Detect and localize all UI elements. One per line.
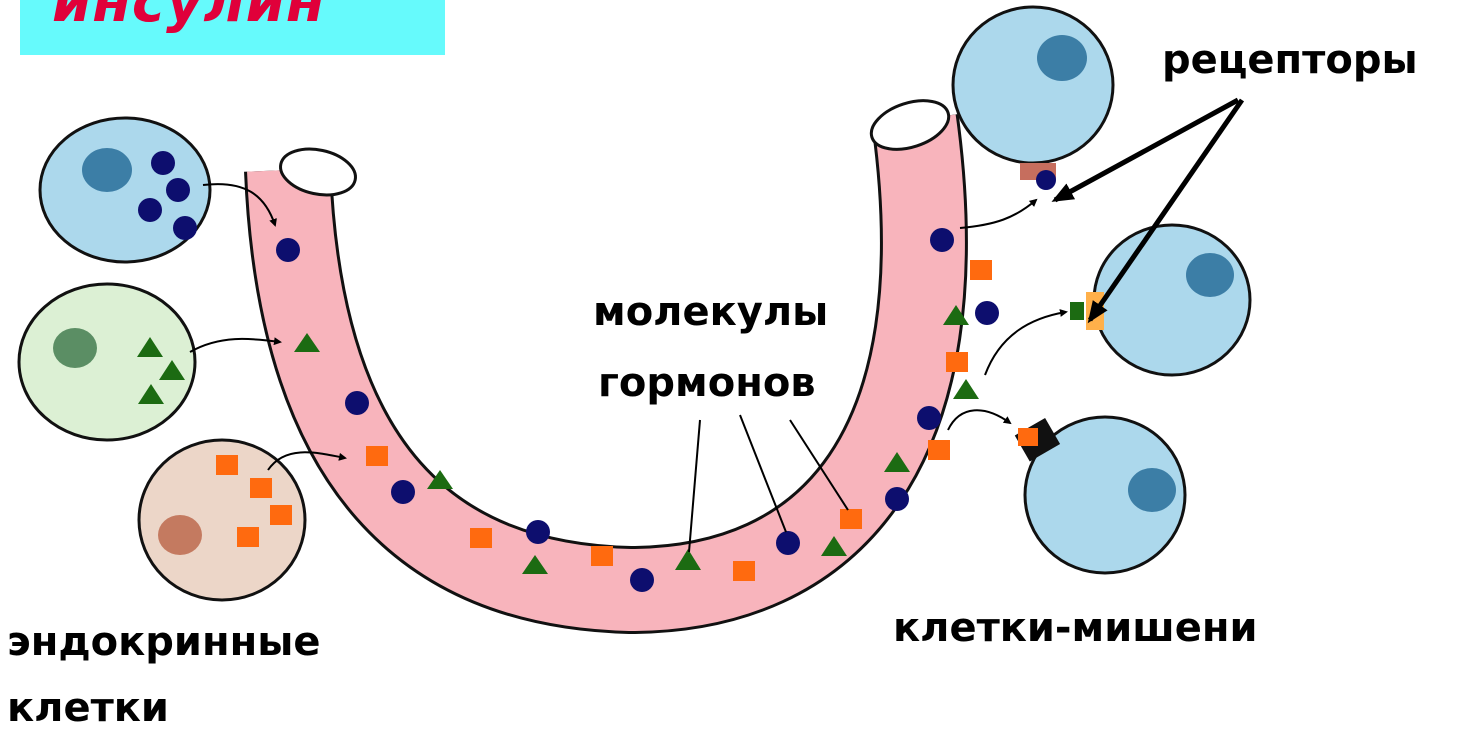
nucleus [1128, 468, 1176, 512]
hormone-square [470, 528, 492, 548]
hormone-circle [917, 406, 941, 430]
endocrine-cell-triangles [19, 284, 195, 440]
hormone-square [928, 440, 950, 460]
bound-hormone-triangle [1070, 302, 1084, 320]
nucleus [1186, 253, 1234, 297]
hormone-square [946, 352, 968, 372]
hormone-molecules-label-line1: молекулы [593, 292, 828, 332]
endocrine-cell-circles [40, 118, 210, 262]
target-cell-top [953, 7, 1113, 190]
hormone-circle [345, 391, 369, 415]
nucleus [158, 515, 202, 555]
nucleus [53, 328, 97, 368]
nucleus [82, 148, 132, 192]
hormone-circle [526, 520, 550, 544]
receptors-label: рецепторы [1162, 40, 1418, 80]
hormone-square [366, 446, 388, 466]
endocrine-cells-label-line1: эндокринные [7, 622, 321, 662]
hormone-circle [276, 238, 300, 262]
hormone-circle [885, 487, 909, 511]
bound-hormone-circle [1036, 170, 1056, 190]
hormone-square [591, 546, 613, 566]
target-cells-label: клетки-мишени [893, 608, 1258, 648]
bound-hormone-square [1018, 428, 1038, 446]
target-cell-middle [1070, 225, 1250, 375]
hormone-circle [776, 531, 800, 555]
nucleus [1037, 35, 1087, 81]
hormone-molecules-label-line2: гормонов [598, 363, 816, 403]
hormone-square [970, 260, 992, 280]
endocrine-cell-squares [139, 440, 305, 600]
hormone-circle [391, 480, 415, 504]
hormone-square [733, 561, 755, 581]
hormone-square [840, 509, 862, 529]
hormone-circle [630, 568, 654, 592]
hormone-circle [930, 228, 954, 252]
target-cell-bottom [1015, 417, 1185, 573]
hormone-triangle [953, 379, 979, 399]
endocrine-cells-label-line2: клетки [7, 688, 169, 728]
hormone-circle [975, 301, 999, 325]
